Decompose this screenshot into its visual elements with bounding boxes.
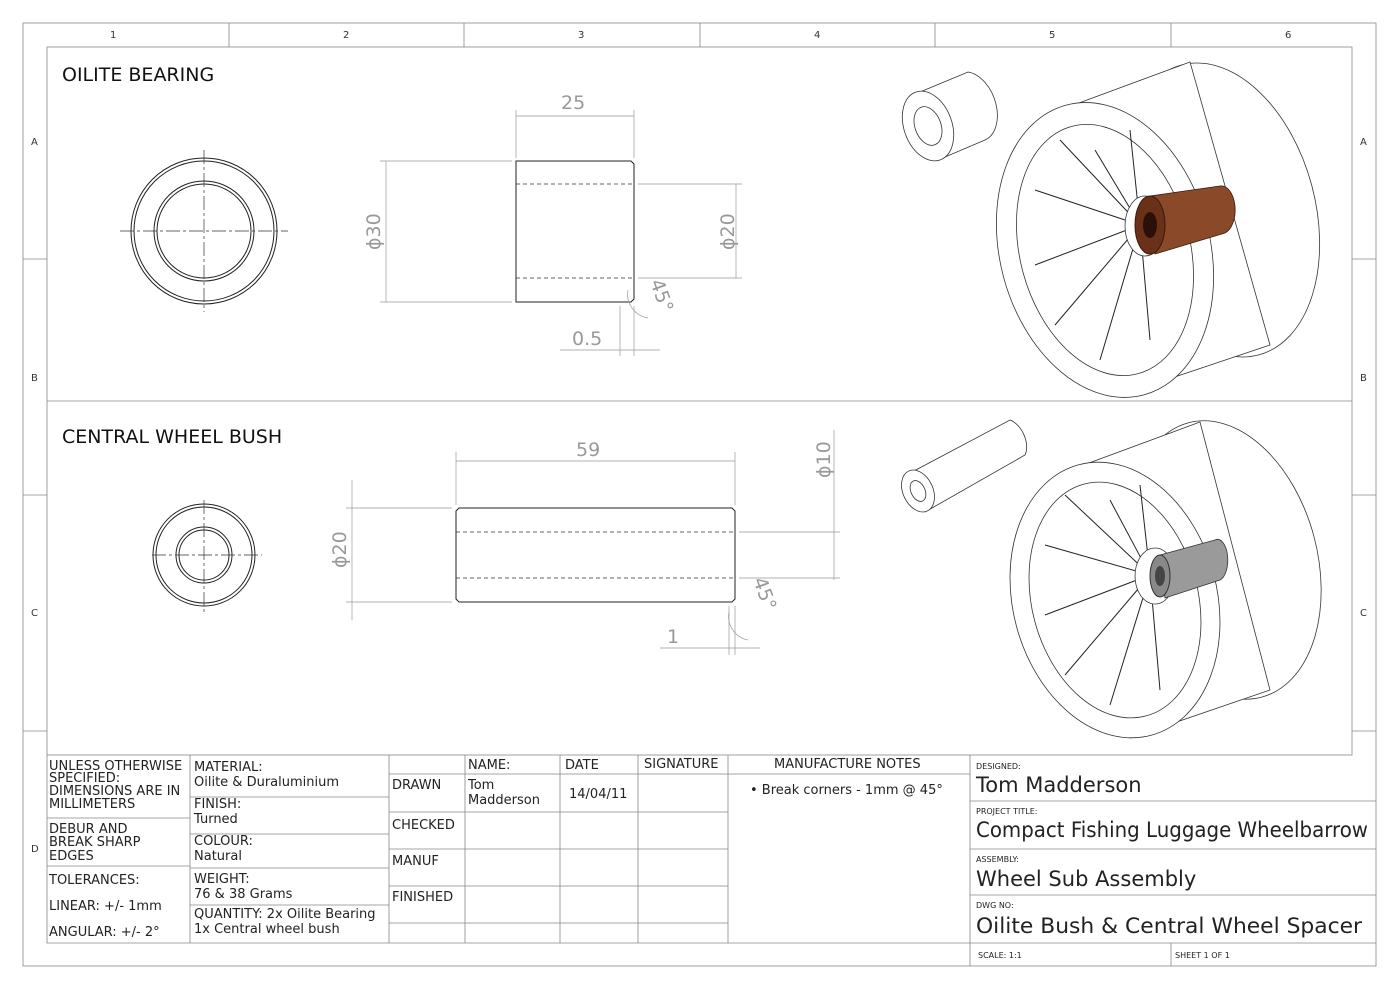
angular-tolerance: ANGULAR: +/- 2° [49, 925, 160, 940]
oilite-outer-diameter-dim: ϕ30 [363, 213, 385, 250]
colour-value: Natural [194, 849, 242, 864]
manufacture-notes-header: MANUFACTURE NOTES [774, 757, 921, 772]
zone-col-2: 2 [343, 30, 349, 41]
zone-col-5: 5 [1049, 30, 1055, 41]
bush-chamfer-dim: 1 [667, 626, 679, 648]
wheel-assembly-top [996, 61, 1321, 398]
zone-row-c: C [31, 608, 38, 619]
zone-row-d: D [31, 844, 39, 855]
dwg-no-value: Oilite Bush & Central Wheel Spacer [976, 914, 1362, 938]
finish-label: FINISH: [194, 797, 241, 812]
oilite-inner-diameter-dim: ϕ20 [717, 213, 739, 250]
oilite-angle-dim: 45° [645, 276, 677, 315]
finished-label: FINISHED [392, 890, 453, 905]
wheel-assembly-bottom [1009, 420, 1322, 739]
oilite-length-dim: 25 [561, 92, 585, 114]
bush-view-title: CENTRAL WHEEL BUSH [62, 426, 282, 448]
colour-label: COLOUR: [194, 834, 253, 849]
bush-length-dim: 59 [576, 439, 600, 461]
drawn-name: Tom Madderson [467, 778, 540, 808]
designed-value: Tom Madderson [975, 773, 1142, 797]
quantity-value: QUANTITY: 2x Oilite Bearing [194, 907, 376, 922]
quantity-value-2: 1x Central wheel bush [194, 922, 340, 937]
bush-front-view [152, 500, 262, 612]
assembly-label: ASSEMBLY: [976, 855, 1019, 864]
zone-col-1: 1 [110, 30, 116, 41]
drawn-label: DRAWN [392, 778, 441, 793]
manufacture-note: • Break corners - 1mm @ 45° [750, 783, 943, 798]
sheet-border [22, 22, 1377, 967]
zone-row-a: A [31, 137, 38, 148]
bush-outer-diameter-dim: ϕ20 [329, 531, 351, 568]
bush-inner-diameter-dim: ϕ10 [813, 441, 835, 478]
scale-value: SCALE: 1:1 [978, 951, 1022, 960]
material-value: Oilite & Duraluminium [194, 775, 339, 790]
date-header: DATE [565, 758, 599, 773]
material-label: MATERIAL: [194, 760, 263, 775]
zone-col-3: 3 [578, 30, 584, 41]
oilite-chamfer-dim: 0.5 [572, 328, 602, 350]
name-header: NAME: [468, 758, 510, 773]
signature-header: SIGNATURE [644, 757, 718, 772]
weight-value: 76 & 38 Grams [194, 887, 293, 902]
manuf-label: MANUF [392, 854, 439, 869]
general-notes: UNLESS OTHERWISE SPECIFIED: DIMENSIONS A… [49, 759, 186, 812]
bush-angle-dim: 45° [748, 574, 780, 613]
dwg-no-label: DWG NO: [976, 901, 1014, 910]
oilite-side-view [380, 110, 742, 356]
zone-markers: 1 2 3 4 5 6 A B C D A B C [23, 23, 1376, 855]
zone-col-4: 4 [814, 30, 820, 41]
bush-isometric-part [901, 419, 1028, 513]
zone-col-6: 6 [1285, 30, 1291, 41]
bush-highlight [1159, 539, 1229, 599]
tolerances-label: TOLERANCES: [48, 873, 140, 888]
bush-side-view [346, 430, 840, 655]
designed-label: DESIGNED: [976, 762, 1021, 771]
oilite-front-view [120, 150, 288, 312]
oilite-view-title: OILITE BEARING [62, 64, 214, 86]
debur-note: DEBUR AND BREAK SHARP EDGES [49, 822, 145, 864]
checked-label: CHECKED [392, 818, 455, 833]
title-block [46, 755, 1376, 966]
zone-row-a-right: A [1360, 137, 1367, 148]
project-title-value: Compact Fishing Luggage Wheelbarrow [976, 818, 1368, 842]
zone-row-b: B [31, 373, 38, 384]
project-title-label: PROJECT TITLE: [976, 807, 1037, 816]
linear-tolerance: LINEAR: +/- 1mm [49, 899, 162, 914]
zone-row-b-right: B [1360, 373, 1367, 384]
weight-label: WEIGHT: [194, 872, 250, 887]
sheet-number: SHEET 1 OF 1 [1175, 951, 1230, 960]
oilite-isometric-part [901, 71, 998, 162]
finish-value: Turned [193, 812, 238, 827]
drawn-date: 14/04/11 [569, 787, 627, 802]
assembly-value: Wheel Sub Assembly [976, 867, 1196, 891]
bearing-highlight [1149, 185, 1236, 255]
zone-row-c-right: C [1360, 608, 1367, 619]
